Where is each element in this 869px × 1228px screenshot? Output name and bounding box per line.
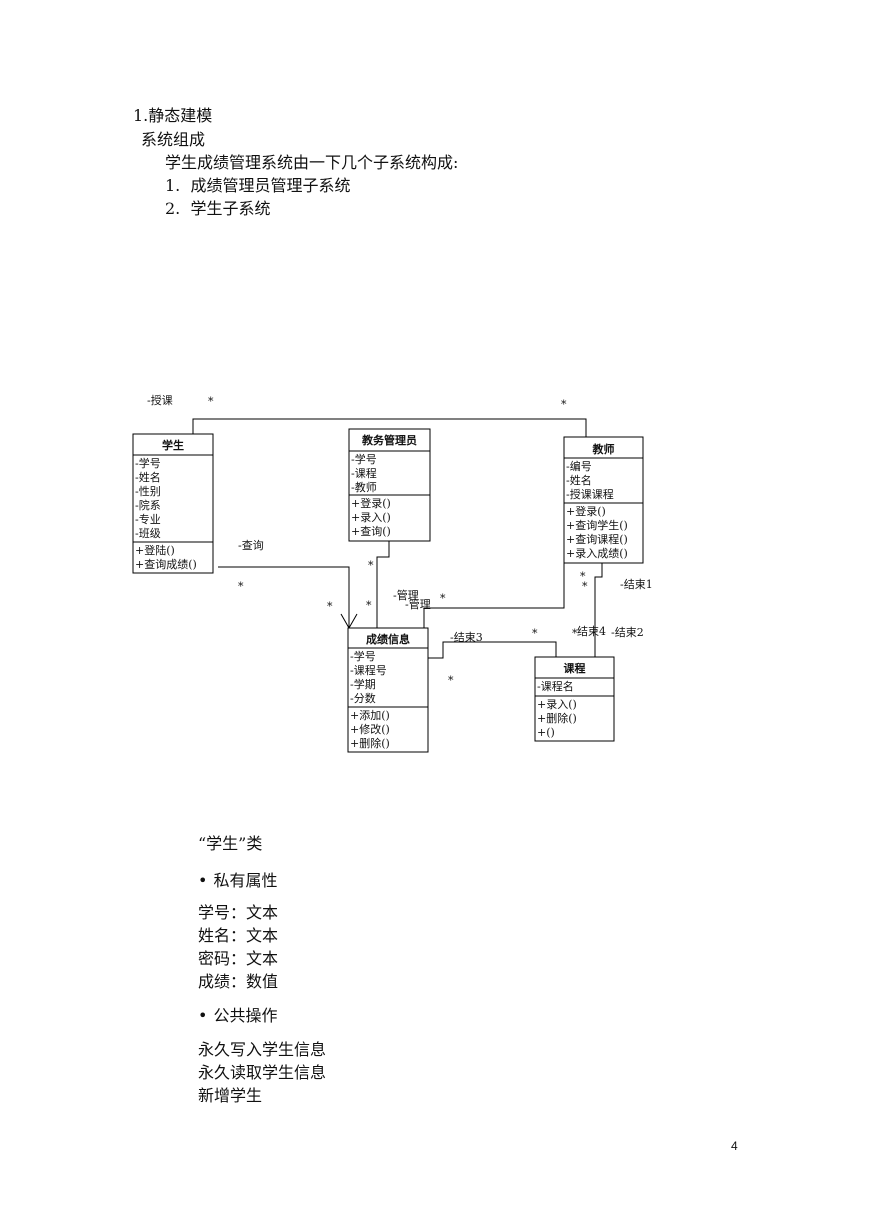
assoc-label-manage: -管理	[393, 589, 419, 602]
operation: +录入成绩()	[566, 547, 628, 560]
multiplicity: *	[327, 600, 333, 613]
multiplicity: *	[238, 580, 244, 593]
multiplicity: *	[440, 592, 446, 605]
multiplicity: *	[572, 627, 578, 640]
multiplicity: *	[582, 580, 588, 593]
list-item-text: 学生子系统	[190, 199, 271, 218]
operation: +删除()	[350, 737, 390, 750]
multiplicity: *	[448, 674, 454, 687]
private-attrs-heading: 私有属性	[198, 871, 277, 891]
attribute: -专业	[135, 513, 161, 526]
assoc-label-query: -查询	[238, 539, 264, 552]
operation: +登录()	[566, 505, 606, 518]
private-attr: 密码：文本	[198, 949, 279, 968]
assoc-label-end2: -结束2	[611, 626, 644, 639]
class-grade	[347, 627, 429, 753]
operation: +查询()	[351, 525, 391, 538]
assoc-label-manage: -管理	[405, 598, 431, 611]
attribute: -教师	[351, 481, 377, 494]
private-attr: 学号：文本	[198, 903, 279, 922]
attribute: -授课课程	[566, 488, 614, 501]
course-operations: +录入() +删除() +()	[537, 698, 577, 740]
assoc-label-end3: -结束3	[450, 631, 483, 644]
list-item-text: 成绩管理员管理子系统	[190, 176, 351, 195]
attribute: -班级	[135, 527, 161, 540]
list-item: 1. 成绩管理员管理子系统	[165, 176, 350, 196]
class-course-name: 课程	[563, 662, 586, 675]
attribute: -课程号	[350, 664, 387, 677]
admin-operations: +登录() +录入() +查询()	[351, 497, 391, 539]
private-attr: 成绩：数值	[198, 972, 279, 991]
grade-attributes: -学号 -课程号 -学期 -分数	[350, 650, 387, 706]
multiplicity: *	[368, 559, 374, 572]
class-course	[534, 656, 615, 742]
operation: +登陆()	[135, 544, 175, 557]
multiplicity: *	[580, 570, 586, 583]
attribute: -性别	[135, 485, 161, 498]
operation: +()	[537, 726, 555, 739]
multiplicity: *	[208, 395, 214, 408]
public-op: 永久读取学生信息	[198, 1063, 327, 1082]
attribute: -学期	[350, 678, 376, 691]
class-title: “学生”类	[198, 834, 263, 853]
attribute: -课程	[351, 467, 377, 480]
public-ops-heading: 公共操作	[198, 1006, 277, 1026]
operation: +删除()	[537, 712, 577, 725]
grade-operations: +添加() +修改() +删除()	[350, 709, 390, 751]
private-attr: 姓名：文本	[198, 926, 279, 945]
class-teacher	[563, 436, 644, 564]
attribute: -姓名	[135, 471, 161, 484]
class-grade-name: 成绩信息	[366, 633, 410, 646]
attribute: -学号	[135, 457, 161, 470]
operation: +查询成绩()	[135, 558, 197, 571]
teacher-operations: +登录() +查询学生() +查询课程() +录入成绩()	[566, 505, 628, 561]
public-op: 新增学生	[198, 1086, 263, 1105]
multiplicity: *	[532, 627, 538, 640]
section-heading: 1.静态建模	[133, 106, 213, 125]
operation: +录入()	[537, 698, 577, 711]
teacher-attributes: -编号 -姓名 -授课课程	[566, 460, 614, 502]
class-admin-name: 教务管理员	[362, 434, 417, 447]
admin-attributes: -学号 -课程 -教师	[351, 453, 377, 495]
list-item-number: 1.	[165, 176, 181, 195]
public-op: 永久写入学生信息	[198, 1040, 327, 1059]
class-admin	[348, 428, 431, 542]
multiplicity: *	[366, 599, 372, 612]
page-number: 4	[731, 1139, 738, 1153]
list-item-number: 2.	[165, 199, 181, 218]
class-teacher-name: 教师	[592, 443, 615, 456]
intro-text: 学生成绩管理系统由一下几个子系统构成:	[165, 153, 459, 172]
operation: +录入()	[351, 511, 391, 524]
assoc-label-end1: -结束1	[620, 578, 653, 591]
operation: +查询课程()	[566, 533, 628, 546]
attribute: -课程名	[537, 680, 574, 693]
operation: +查询学生()	[566, 519, 628, 532]
student-attributes: -学号 -姓名 -性别 -院系 -专业 -班级	[135, 457, 161, 541]
class-student-name: 学生	[162, 439, 184, 452]
operation: +登录()	[351, 497, 391, 510]
course-attributes: -课程名	[537, 680, 574, 694]
operation: +添加()	[350, 709, 390, 722]
subsection-heading: 系统组成	[141, 130, 206, 149]
assoc-label-teach: -授课	[147, 394, 173, 407]
uml-class-diagram	[132, 418, 644, 753]
student-operations: +登陆() +查询成绩()	[135, 544, 197, 572]
attribute: -分数	[350, 692, 376, 705]
multiplicity: *	[561, 398, 567, 411]
attribute: -编号	[566, 460, 592, 473]
assoc-label-end4: 结束4	[577, 625, 606, 638]
class-student	[132, 433, 214, 574]
attribute: -姓名	[566, 474, 592, 487]
attribute: -学号	[351, 453, 377, 466]
attribute: -院系	[135, 499, 161, 512]
attribute: -学号	[350, 650, 376, 663]
operation: +修改()	[350, 723, 390, 736]
list-item: 2. 学生子系统	[165, 199, 270, 219]
